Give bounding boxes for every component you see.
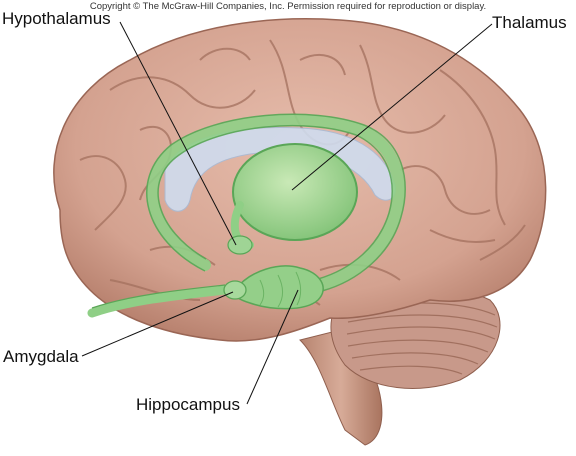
hypothalamus-leader [119, 21, 237, 246]
fornix-arc [146, 114, 405, 291]
hypothalamus-label: Hypothalamus [2, 9, 111, 28]
hippocampus-label: Hippocampus [136, 395, 240, 414]
hippocampus-leader [246, 289, 299, 405]
thalamus-label: Thalamus [492, 13, 567, 32]
hippocampus [233, 265, 324, 310]
olfactory-tract [87, 285, 230, 318]
amygdala-label: Amygdala [3, 347, 79, 366]
amygdala [223, 280, 247, 300]
amygdala-leader [81, 291, 234, 357]
leader-lines [81, 21, 493, 405]
thalamus-leader [291, 23, 493, 191]
lateral-ventricle [164, 127, 396, 212]
thalamus [232, 143, 358, 241]
hypothalamus [227, 235, 253, 255]
copyright-notice: Copyright © The McGraw-Hill Companies, I… [89, 1, 487, 12]
